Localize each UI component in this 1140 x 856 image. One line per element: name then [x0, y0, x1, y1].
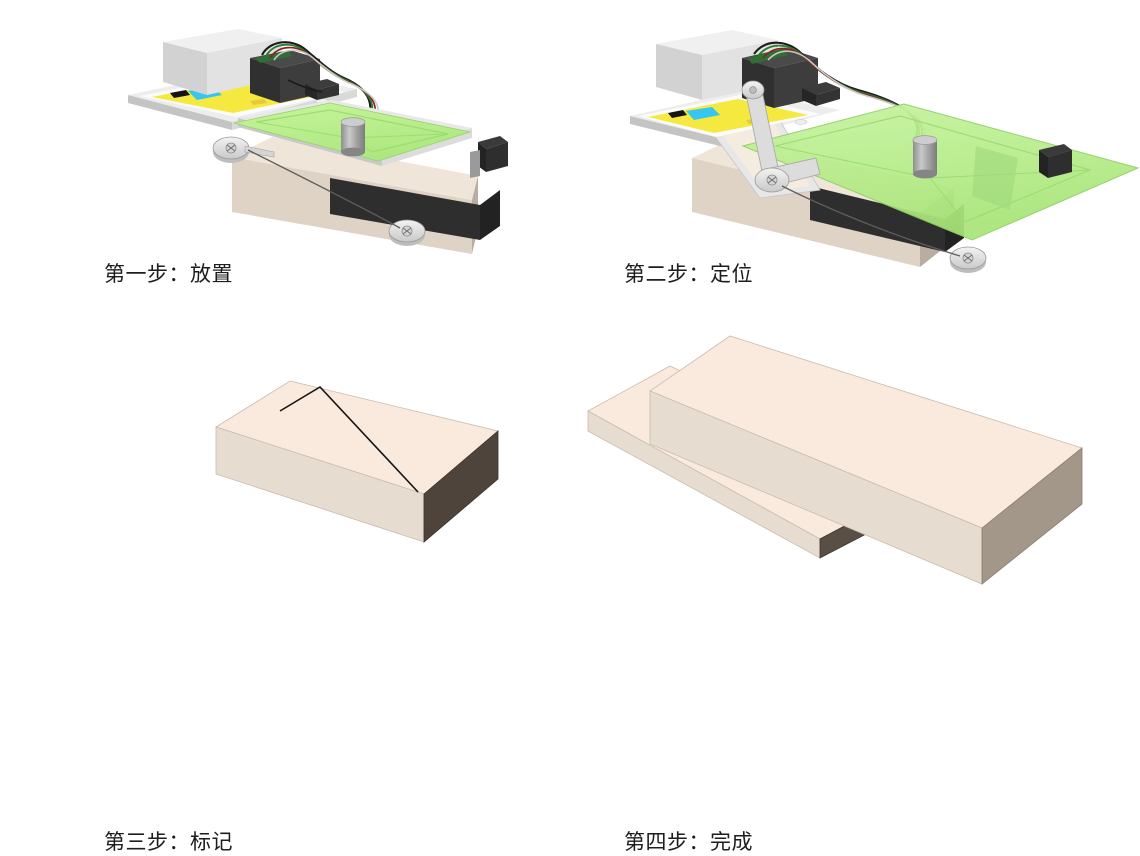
green-panel-diagonal-1 — [255, 121, 351, 139]
panel-step-1: 第一步：放置 — [0, 0, 570, 297]
panel-1-illustration — [128, 29, 508, 254]
cylinder-motor — [912, 135, 938, 179]
tension-wire — [781, 185, 961, 257]
cylinder-motor-top-cap — [340, 117, 366, 127]
green-panel-inner-outline — [255, 109, 449, 153]
panel-4-illustration — [587, 335, 1083, 585]
clamp-bracket[interactable] — [470, 136, 508, 178]
green-panel-diagonal-1 — [774, 145, 931, 179]
phone-screen-cyan-panel — [686, 107, 720, 120]
clamp-top — [478, 136, 508, 149]
caption-step-2: 第二步：定位 — [624, 262, 753, 286]
hinge-right-screw-slot-b — [402, 227, 412, 235]
green-panel-surface[interactable] — [741, 103, 1140, 241]
linkage-lower-screw-slot-b — [767, 176, 777, 184]
workpiece-right-face — [423, 430, 499, 543]
hinge-pivot-left[interactable] — [212, 136, 275, 163]
driver-module-front — [802, 88, 816, 106]
caption-step-3: 第三步：标记 — [104, 830, 233, 854]
wire-jumper — [287, 79, 323, 93]
marking-line — [279, 385, 419, 493]
hinge-left-link — [244, 145, 275, 158]
workpiece-block — [215, 380, 499, 543]
jig-shell-front — [810, 186, 945, 252]
base-block-top-face — [232, 137, 478, 200]
cylinder-motor-bottom-cap — [341, 147, 365, 157]
housing-cover-front — [163, 42, 207, 95]
green-panel-shadow-band — [972, 146, 1018, 210]
hinge-lr-screw-slot-b — [963, 254, 973, 262]
jig-shell-right — [480, 190, 500, 240]
driver-module — [305, 79, 339, 100]
housing-cover-top — [656, 30, 778, 55]
cylinder-motor-top-cap — [912, 135, 938, 145]
frame-left-plate-edge — [630, 116, 728, 148]
clamp-side — [1048, 150, 1072, 178]
phone-screen-black-bar — [668, 110, 687, 118]
cut-piece-upper — [649, 335, 1083, 585]
clamp-tongue — [470, 150, 480, 178]
panel-step-3: 第三步：标记 — [0, 296, 570, 854]
cut-piece-upper-right-face — [981, 447, 1083, 585]
driver-module-top — [305, 79, 339, 90]
control-box-front — [250, 58, 280, 103]
clamp-top — [1039, 144, 1072, 157]
jig-shell — [330, 178, 500, 240]
green-panel-inner-outline — [774, 115, 1092, 223]
driver-module — [802, 82, 840, 106]
panel-3-illustration — [215, 380, 499, 543]
hinge-left-screw-slot-b — [226, 144, 236, 152]
clamp-side — [486, 142, 508, 172]
tension-wire — [247, 149, 401, 229]
panel-step-4: 第四步：完成 — [520, 296, 1140, 854]
housing-cover-front — [656, 44, 702, 100]
pcb-board — [256, 51, 292, 63]
phone-tray-front — [128, 95, 232, 130]
driver-module-side — [317, 84, 339, 100]
cylinder-motor-body — [913, 140, 937, 174]
linkage-arm-upper-screw — [749, 86, 757, 94]
clamp-bracket[interactable] — [1039, 144, 1072, 178]
green-panel-diagonal-3 — [929, 177, 966, 223]
cylinder-motor-bottom-cap — [913, 169, 937, 179]
cylinder-motor-body — [341, 122, 365, 152]
panel-2-illustration — [630, 30, 1140, 273]
driver-module-side — [816, 88, 840, 106]
linkage-arm[interactable] — [741, 80, 821, 193]
green-panel[interactable] — [741, 103, 1140, 241]
phone-screen — [648, 99, 808, 133]
phone-screen-black-bar — [170, 90, 190, 98]
jig-shell-front — [330, 178, 480, 240]
phone-home-button[interactable] — [794, 119, 808, 125]
base-block-front-face — [692, 158, 920, 267]
hinge-pivot-right[interactable] — [388, 219, 426, 246]
clamp-front — [1039, 150, 1048, 178]
cylinder-motor — [340, 117, 366, 157]
caption-step-1: 第一步：放置 — [104, 262, 233, 286]
caption-step-4: 第四步：完成 — [624, 830, 753, 854]
hinge-pivot-lower-right[interactable] — [949, 246, 987, 273]
green-panel-diagonal-2 — [349, 133, 449, 139]
housing-cover-top — [163, 29, 282, 53]
driver-module-top — [802, 82, 840, 95]
phone-screen-icon — [250, 99, 267, 105]
panel-step-2: 第二步：定位 — [520, 0, 1140, 297]
